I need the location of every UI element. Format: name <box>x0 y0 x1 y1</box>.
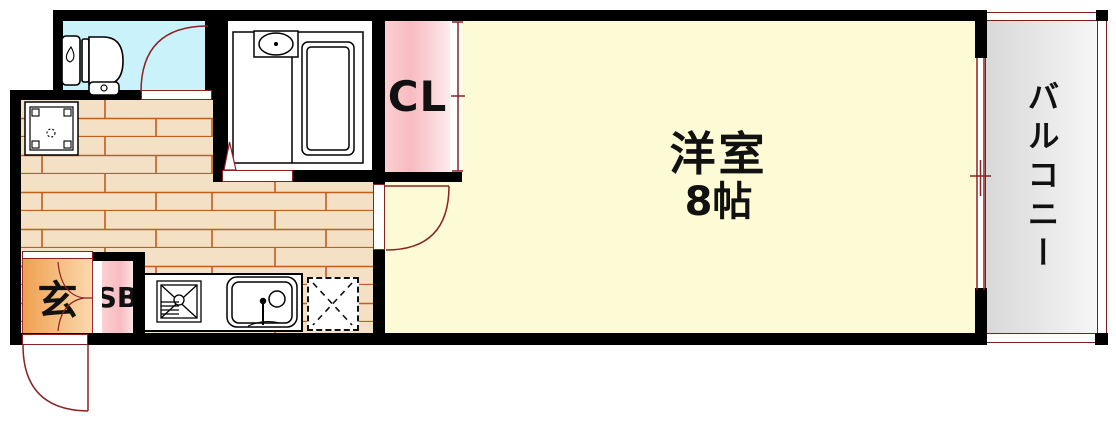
room-size: 8帖 <box>684 179 753 226</box>
toilet-room <box>63 21 205 90</box>
shoe-box-label: SB <box>96 281 139 314</box>
closet-label: CL <box>387 72 448 121</box>
wall <box>133 252 145 335</box>
wall <box>53 10 63 100</box>
room-name: 洋室 <box>669 126 768 181</box>
wall <box>10 90 21 345</box>
toilet-door-opening <box>141 90 212 100</box>
wall <box>205 10 228 100</box>
wall <box>10 333 987 345</box>
bathroom <box>228 21 372 170</box>
balcony-rail-top <box>985 12 1097 21</box>
wall <box>385 172 462 182</box>
entrance-shoebox-gap <box>93 261 102 335</box>
western-room: 洋室 8帖 <box>462 21 975 333</box>
entrance-label: 玄 <box>37 277 78 324</box>
entrance-door-arc <box>22 344 89 412</box>
wall <box>978 21 987 58</box>
closet-area: CL <box>385 21 450 172</box>
balcony-label: バルコニー <box>1022 79 1061 275</box>
fridge-space-icon <box>307 277 359 331</box>
wall <box>978 293 987 333</box>
wall <box>213 90 228 182</box>
kitchen-counter <box>143 273 303 332</box>
room-door-opening <box>373 184 385 250</box>
entrance-step <box>22 251 93 259</box>
balcony-rail-bottom <box>985 333 1097 343</box>
balcony-rail-right <box>1097 12 1107 343</box>
bathroom-door-opening <box>222 170 293 182</box>
wall <box>1096 10 1108 21</box>
balcony: バルコニー <box>986 21 1097 333</box>
wall <box>372 10 385 182</box>
western-room-nook <box>385 182 462 333</box>
wall <box>53 10 987 21</box>
entrance-door-opening <box>22 334 88 345</box>
shoe-box: SB <box>96 260 139 335</box>
wall <box>93 252 145 261</box>
wall <box>1095 333 1108 345</box>
entrance-area: 玄 <box>22 258 93 335</box>
closet-door-strip <box>450 21 462 172</box>
wall <box>10 90 63 100</box>
wall <box>53 90 216 100</box>
western-room-label: 洋室 8帖 <box>462 21 975 333</box>
